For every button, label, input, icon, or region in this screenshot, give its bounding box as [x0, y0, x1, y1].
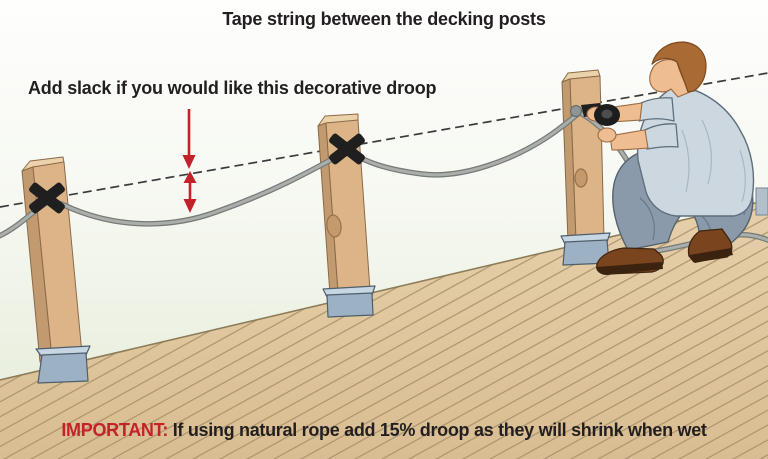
- droop-arrows: [182, 109, 197, 213]
- important-note: IMPORTANT: If using natural rope add 15%…: [0, 420, 768, 441]
- worker-shoes: [596, 228, 733, 275]
- tape-roll: [594, 104, 620, 126]
- worker-hair: [651, 41, 707, 93]
- droop-gap-arrow-icon: [183, 171, 197, 213]
- corner-post-bracket: [755, 187, 768, 216]
- wood-knot: [574, 168, 588, 188]
- post-left: [21, 156, 91, 384]
- title-caption: Tape string between the decking posts: [222, 9, 546, 29]
- post-left-base-bracket: [35, 345, 91, 384]
- post-middle-base-bracket: [322, 285, 376, 318]
- important-text: If using natural rope add 15% droop as t…: [168, 420, 707, 440]
- worker-head: [649, 41, 707, 98]
- important-label: IMPORTANT:: [61, 420, 169, 440]
- tape-x-left: [29, 182, 65, 214]
- worker-figure: [586, 41, 755, 275]
- tape-x-middle: [329, 133, 365, 165]
- worker-hand-lower: [597, 127, 617, 143]
- wood-knot: [326, 214, 342, 238]
- slack-note: Add slack if you would like this decorat…: [28, 78, 437, 98]
- pointer-arrow-icon: [182, 109, 196, 169]
- taut-string-guide-line: [0, 72, 768, 208]
- worker-face: [649, 58, 691, 98]
